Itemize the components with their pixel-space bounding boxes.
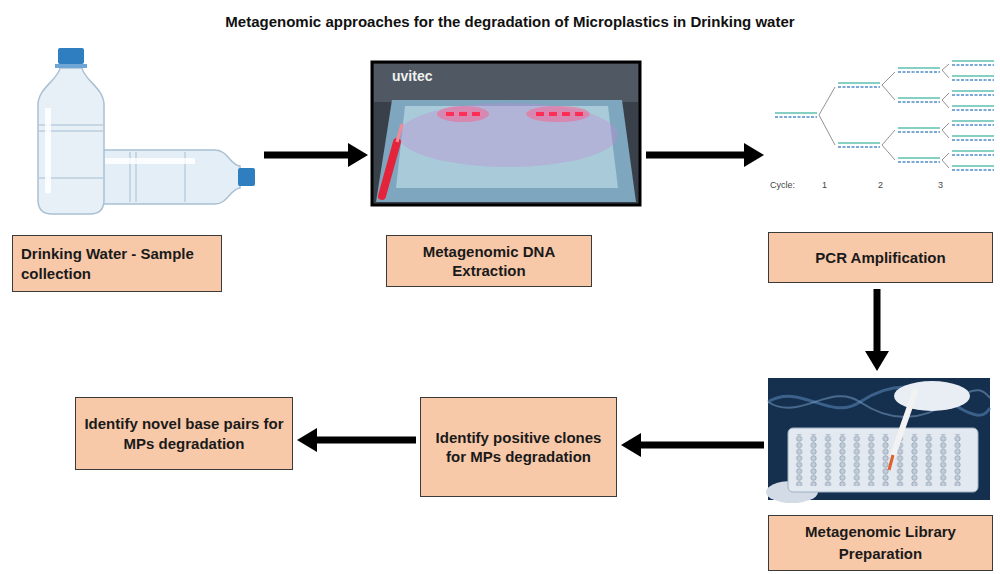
gel-photo [372,62,640,205]
dna-strand [952,76,994,80]
dna-strand [898,158,940,162]
bottle-cap [238,168,255,186]
branch-lines [819,64,949,168]
pipette-tip [889,455,893,470]
process-step: Identify positive clones for MPs degrada… [420,397,617,497]
bottle-highlight [45,108,51,193]
dna-band [536,112,544,116]
flow-arrow [874,289,881,351]
process-step: PCR Amplification [768,50,996,285]
dna-band [459,112,467,116]
step-label: Metagenomic Library Preparation [768,515,993,571]
step-label: PCR Amplification [768,232,993,283]
step-label: Metagenomic DNA Extraction [386,235,592,287]
step-label: Identify positive clones for MPs degrada… [420,397,617,497]
flow-arrow [646,152,744,159]
pipette-tip [397,124,402,142]
flow-arrow [264,152,348,159]
step-label: Identify novel base pairs for MPs degrad… [75,397,293,470]
dna-strand [838,143,880,147]
bottle-highlight [105,158,195,164]
dna-strand [952,136,994,140]
dna-strand [775,113,817,117]
pipette [893,392,915,455]
cycle-label: 2 [878,180,883,190]
diagram-title: Metagenomic approaches for the degradati… [10,13,1000,30]
dna-strand [952,121,994,125]
dna-strand [952,151,994,155]
pipette [382,142,397,196]
library-photo [766,378,990,503]
transilluminator [374,64,638,102]
photo-frame [372,62,640,205]
cycle-label: 1 [822,180,827,190]
well-plate [788,428,978,492]
cycle-label: 3 [938,180,943,190]
process-step: Identify novel base pairs for MPs degrad… [75,397,293,470]
dna-strand [898,68,940,72]
uv-glow [398,103,618,167]
dna-band [562,112,570,116]
dna-band [549,112,557,116]
bottle-ring [55,64,87,68]
dna-strand [952,166,994,170]
brand-label: uvitec [392,68,432,84]
dna-strand [952,106,994,110]
dna-strand [838,83,880,87]
flow-arrow [317,437,416,444]
step-label: Drinking Water - Sample collection [12,235,222,292]
photo-background [768,378,990,500]
cycle-label: Cycle: [770,180,795,190]
gel-tray [376,100,636,202]
pcr-schematic [775,61,994,170]
dna-band [472,112,480,116]
bottle-lying [92,150,240,204]
process-step: Drinking Water - Sample collection [10,45,260,295]
plate-wells [795,434,968,486]
flow-arrow [641,442,764,449]
dna-strand [952,91,994,95]
bottle-cap [58,48,84,64]
dna-band [446,112,454,116]
dna-band [575,112,583,116]
dna-strand [898,128,940,132]
band-glow [437,106,489,122]
band-glow [526,106,590,122]
process-step: Metagenomic Library Preparation [768,375,993,572]
gloved-hand [894,381,970,411]
dna-strand [898,98,940,102]
water-bottles [38,48,255,214]
process-step: Metagenomic DNA Extraction [372,60,642,290]
dna-strand [952,61,994,65]
bottle-standing [38,68,104,214]
